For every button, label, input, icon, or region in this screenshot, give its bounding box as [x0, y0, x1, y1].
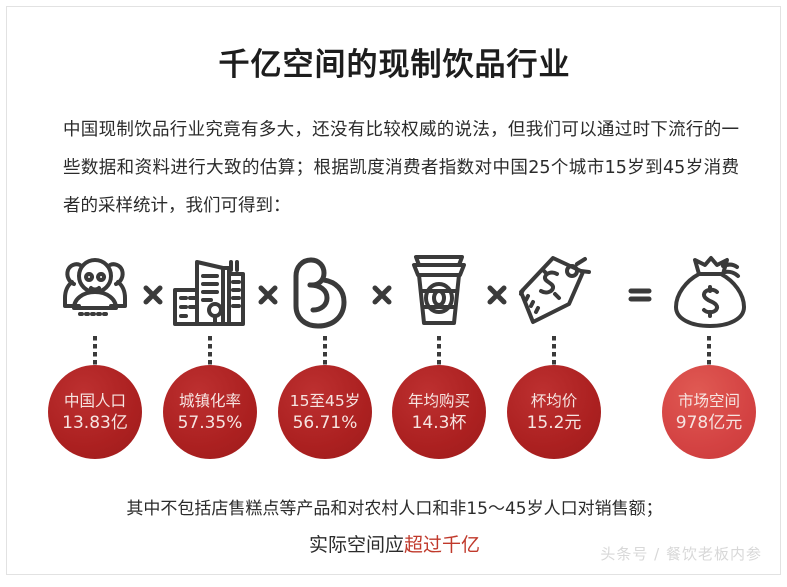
bubble-value: 56.71% — [292, 413, 358, 433]
equals-operator — [625, 280, 655, 310]
multiply-operator-1 — [138, 280, 168, 310]
footnote-plain-text: 实际空间应 — [308, 534, 404, 556]
bubble-label: 城镇化率 — [178, 392, 241, 410]
connector-dotted-5 — [552, 336, 556, 370]
bubble-label: 15至45岁 — [289, 392, 361, 410]
footnote-line-1: 其中不包括店售糕点等产品和对农村人口和非15～45岁人口对销售额； — [126, 499, 663, 519]
city-buildings-icon — [162, 250, 258, 334]
connector-dotted-4 — [437, 336, 441, 370]
multiply-operator-3 — [367, 280, 397, 310]
watermark: 头条号 / 餐饮老板内参 — [600, 545, 762, 563]
connector-dotted-1 — [93, 336, 97, 370]
bubble-label: 年均购买 — [407, 392, 470, 410]
bubble-value: 14.3杯 — [411, 413, 467, 433]
money-bag-icon — [662, 250, 758, 334]
icon-row — [7, 250, 782, 370]
connector-dotted-2 — [208, 336, 212, 370]
connector-dotted-6 — [707, 336, 711, 370]
bubble-value: 978亿元 — [675, 413, 743, 433]
multiply-operator-2 — [253, 280, 283, 310]
metric-bubble-row: 中国人口 13.83亿 城镇化率 57.35% 15至45岁 56.71% 年均… — [7, 365, 782, 465]
bubble-value: 57.35% — [177, 413, 243, 433]
metric-bubble-market-size: 市场空间 978亿元 — [662, 365, 756, 459]
connector-dotted-3 — [323, 336, 327, 370]
infographic-card: 千亿空间的现制饮品行业 中国现制饮品行业究竟有多大，还没有比较权威的说法，但我们… — [6, 6, 781, 575]
footnote-line-2: 实际空间应超过千亿 — [7, 530, 782, 557]
bubble-value: 13.83亿 — [62, 413, 128, 433]
metric-bubble-population: 中国人口 13.83亿 — [48, 365, 142, 459]
metric-bubble-urbanization: 城镇化率 57.35% — [163, 365, 257, 459]
coffee-cup-icon — [391, 250, 487, 334]
metric-bubble-age-range: 15至45岁 56.71% — [278, 365, 372, 459]
footnote-highlight-text: 超过千亿 — [404, 534, 481, 556]
bubble-label: 中国人口 — [63, 392, 126, 410]
flexed-arm-icon — [277, 250, 373, 334]
price-tag-icon — [506, 250, 602, 334]
intro-paragraph: 中国现制饮品行业究竟有多大，还没有比较权威的说法，但我们可以通过时下流行的一些数… — [63, 120, 739, 216]
bubble-label: 市场空间 — [677, 392, 740, 410]
people-group-icon — [47, 250, 143, 334]
bubble-value: 15.2元 — [526, 413, 582, 433]
multiply-operator-4 — [482, 280, 512, 310]
metric-bubble-avg-price: 杯均价 15.2元 — [507, 365, 601, 459]
page-title: 千亿空间的现制饮品行业 — [218, 47, 571, 83]
bubble-label: 杯均价 — [530, 392, 578, 410]
metric-bubble-annual-purchase: 年均购买 14.3杯 — [392, 365, 486, 459]
